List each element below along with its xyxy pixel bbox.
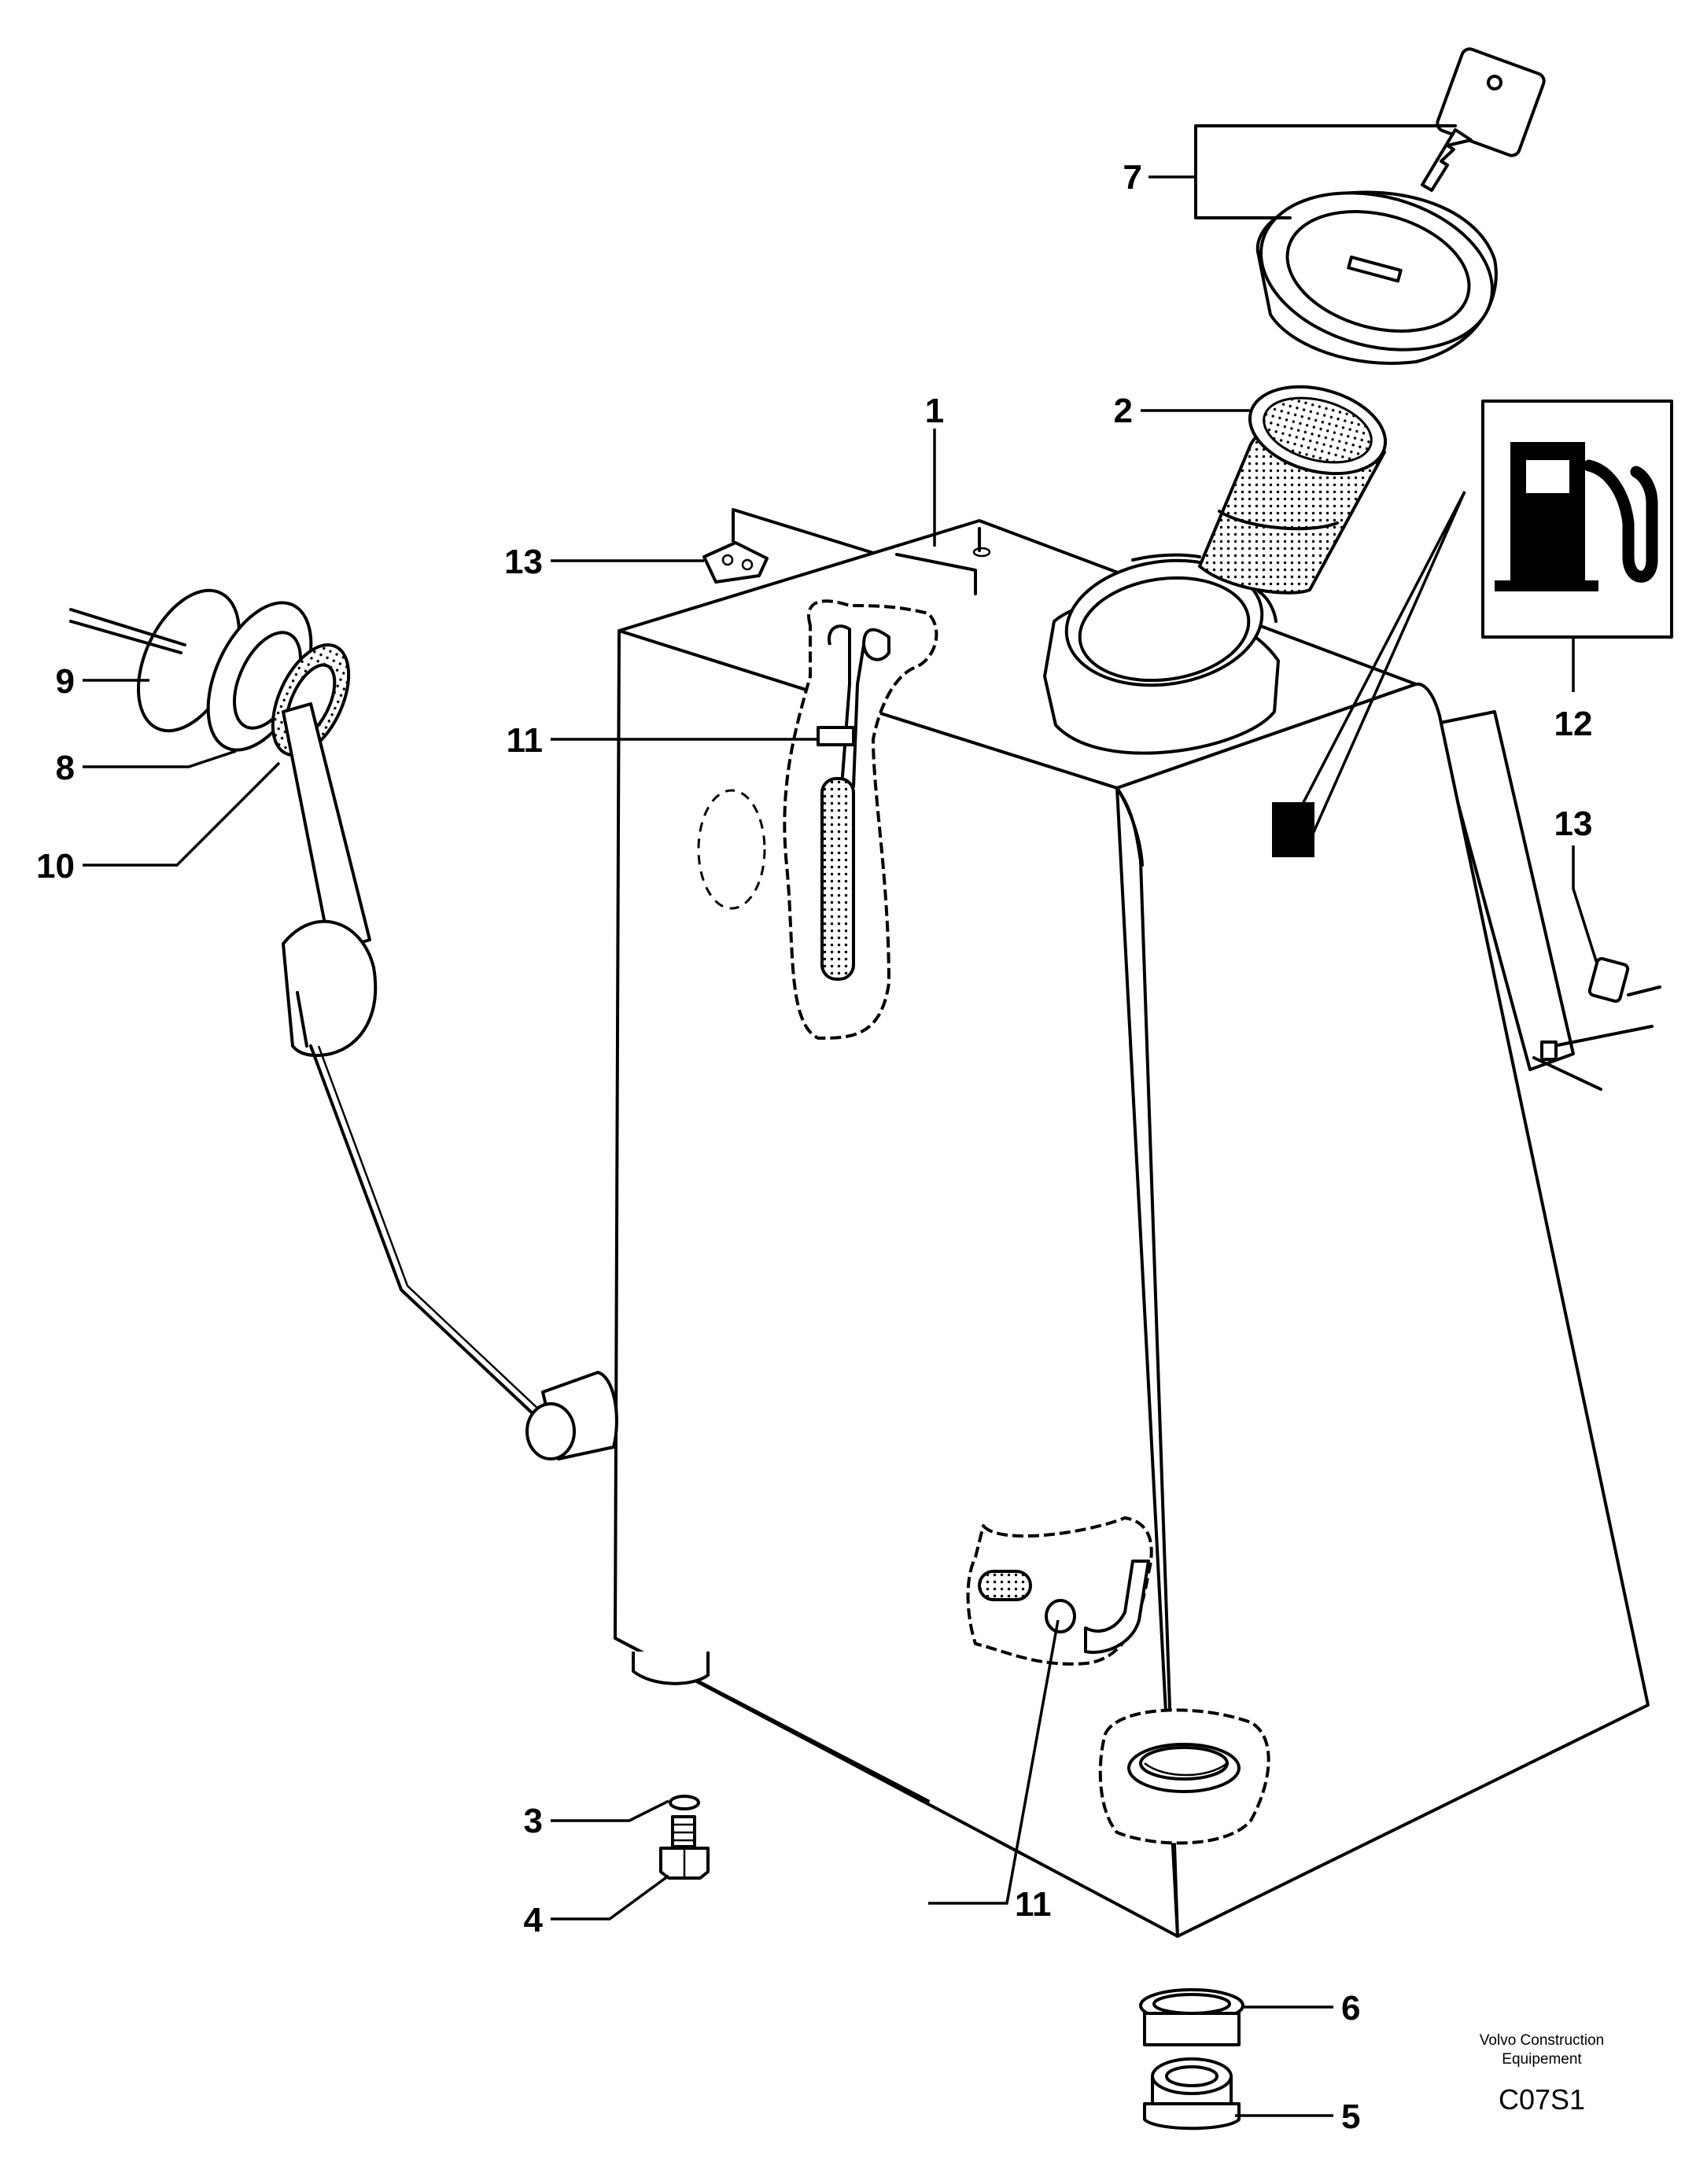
key-icon [1421, 47, 1546, 192]
callout-7: 7 [1123, 158, 1142, 197]
clip-top [702, 541, 769, 584]
callout-13-top: 13 [504, 543, 543, 581]
figure-credit: Volvo Construction Equipement C07S1 [1480, 2032, 1604, 2116]
clip-right [1532, 956, 1661, 1091]
drain-plug [659, 1795, 710, 1880]
callout-11-upper: 11 [506, 721, 543, 760]
drain-boss [1098, 1708, 1270, 1845]
callout-8: 8 [56, 749, 75, 787]
callout-10: 10 [36, 847, 75, 886]
callout-4: 4 [524, 1901, 544, 1939]
suction-pipe-cutaway [783, 599, 938, 1040]
hose-clamp-lower [1045, 1599, 1076, 1633]
callout-11-lower: 11 [1015, 1885, 1052, 1924]
callout-3: 3 [524, 1802, 543, 1840]
strainer [1197, 385, 1388, 595]
fuel-pump-icon [1481, 400, 1673, 639]
callout-6: 6 [1341, 1989, 1360, 2027]
leader-lines [83, 175, 1598, 2117]
callout-1: 1 [925, 392, 944, 430]
filler-neck [1043, 553, 1280, 755]
filler-cap [1255, 190, 1498, 365]
callout-13-right: 13 [1554, 805, 1593, 843]
return-pipe-cutaway [966, 1516, 1153, 1666]
callout-labels: 1 2 3 4 5 6 7 8 9 10 11 11 12 13 13 [36, 158, 1592, 2136]
callout-9: 9 [56, 662, 75, 701]
callout-5: 5 [1341, 2097, 1360, 2136]
credit-line-2: Equipement [1502, 2051, 1582, 2068]
fuel-level-sender [69, 588, 618, 1460]
callout-7-bracket [1194, 124, 1457, 219]
credit-line-1: Volvo Construction [1480, 2032, 1604, 2049]
drain-fitting [1139, 1988, 1244, 2131]
hose-clamp-upper [817, 726, 855, 746]
callout-2: 2 [1114, 392, 1133, 430]
callout-12: 12 [1554, 705, 1593, 743]
figure-code: C07S1 [1499, 2083, 1585, 2116]
